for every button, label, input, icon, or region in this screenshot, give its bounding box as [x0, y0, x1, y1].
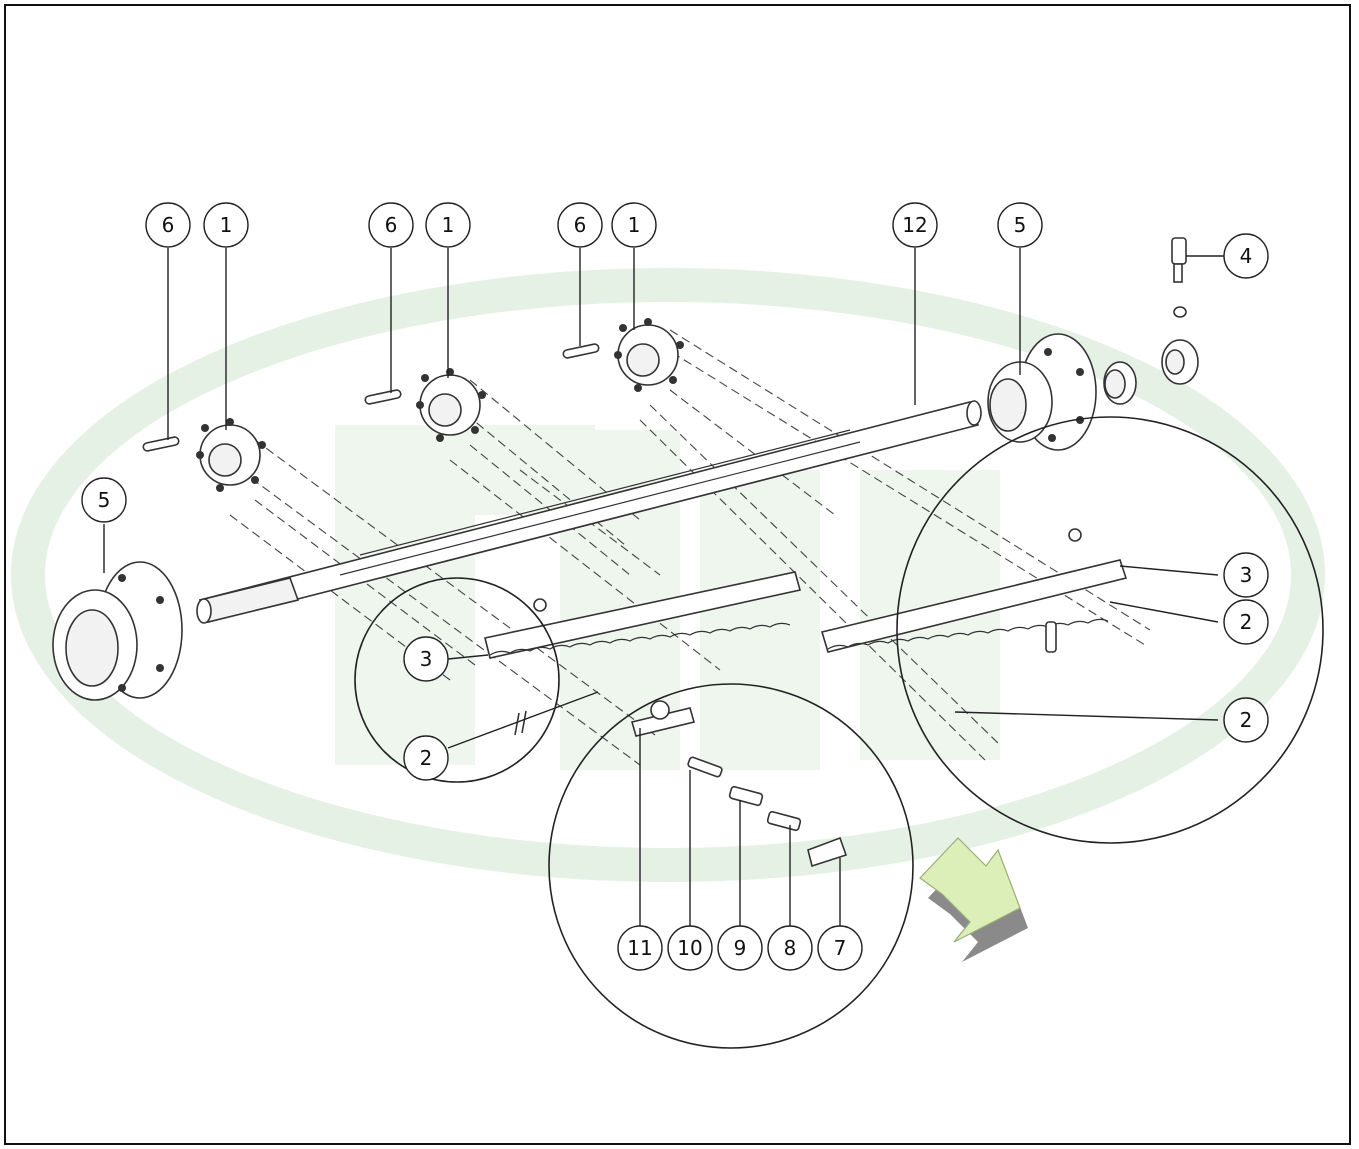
callout-c4: 4	[1223, 233, 1269, 279]
svg-text:10: 10	[677, 936, 702, 960]
callout-c3r: 3	[1223, 552, 1269, 598]
bolt-4	[1171, 237, 1187, 283]
callout-c2r2: 2	[1223, 697, 1269, 743]
bearing-housing-left	[52, 561, 183, 701]
detail-circle-right	[896, 416, 1324, 844]
callout-c1a: 1	[203, 202, 249, 248]
chain-links	[631, 700, 848, 868]
callout-c5l: 5	[81, 477, 127, 523]
detail-circle-bottom	[548, 683, 914, 1049]
svg-text:3: 3	[1240, 563, 1253, 587]
callout-c5r: 5	[997, 202, 1043, 248]
callout-c8: 8	[767, 925, 813, 971]
svg-text:6: 6	[385, 213, 398, 237]
bearing-housing-right	[987, 333, 1097, 451]
callout-c9: 9	[717, 925, 763, 971]
callout-c10: 10	[667, 925, 713, 971]
callout-c11: 11	[617, 925, 663, 971]
svg-text:11: 11	[627, 936, 652, 960]
svg-text:7: 7	[834, 936, 847, 960]
svg-text:12: 12	[902, 213, 927, 237]
svg-text:6: 6	[162, 213, 175, 237]
svg-text:6: 6	[574, 213, 587, 237]
callout-c6c: 6	[557, 202, 603, 248]
svg-text:3: 3	[420, 647, 433, 671]
svg-text:2: 2	[420, 746, 433, 770]
arrow-down-right-icon	[919, 837, 1028, 962]
slat-right	[820, 528, 1128, 653]
pins	[142, 343, 600, 452]
detail-circle-left	[354, 577, 560, 783]
callout-c6a: 6	[145, 202, 191, 248]
callout-c3l: 3	[403, 636, 449, 682]
sprocket-middle	[416, 368, 486, 442]
callout-c1b: 1	[425, 202, 471, 248]
callouts: 6 1 6 1 6 1 12 5 4 5 3 2 2 3 2 11 10 9 8…	[81, 202, 1269, 971]
callout-c2r1: 2	[1223, 599, 1269, 645]
callout-c6b: 6	[368, 202, 414, 248]
svg-text:5: 5	[1014, 213, 1027, 237]
sprocket-right	[614, 318, 684, 392]
lock-nut	[1161, 306, 1199, 385]
svg-text:1: 1	[628, 213, 641, 237]
sprocket-left	[196, 418, 266, 492]
leader-lines	[103, 248, 1224, 928]
callout-c2l: 2	[403, 735, 449, 781]
diagram-frame	[4, 4, 1351, 1145]
callout-c7: 7	[817, 925, 863, 971]
svg-text:8: 8	[784, 936, 797, 960]
svg-text:1: 1	[220, 213, 233, 237]
svg-text:2: 2	[1240, 708, 1253, 732]
svg-text:2: 2	[1240, 610, 1253, 634]
callout-c1c: 1	[611, 202, 657, 248]
bearing-ring	[1103, 361, 1137, 405]
svg-text:4: 4	[1240, 244, 1253, 268]
svg-text:5: 5	[98, 488, 111, 512]
slat-left	[484, 571, 801, 736]
callout-c12: 12	[892, 202, 938, 248]
svg-text:1: 1	[442, 213, 455, 237]
svg-text:9: 9	[734, 936, 747, 960]
shaft	[196, 400, 982, 624]
